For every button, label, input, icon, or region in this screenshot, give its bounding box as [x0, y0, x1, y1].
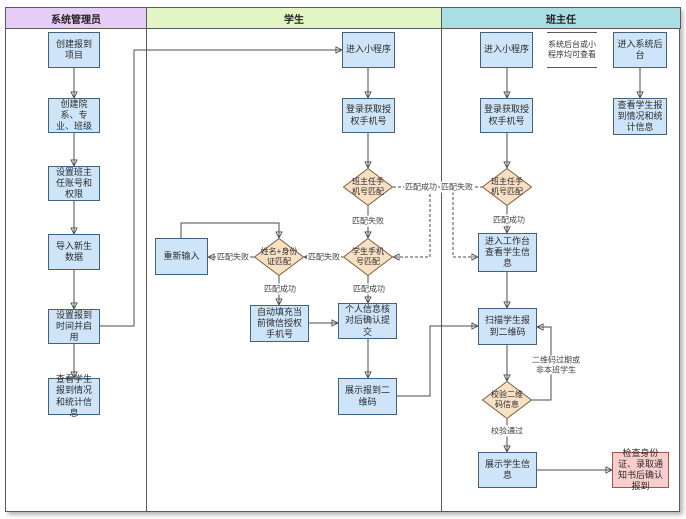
node-show-checkin-qrcode[interactable]: 展示报到二维码: [338, 378, 397, 415]
lane-title: 系统管理员: [51, 14, 101, 26]
edge-label-match-fail: 匹配失败: [216, 251, 250, 263]
node-autofill-wechat-phone[interactable]: 自动填充当前微信授权手机号: [250, 305, 309, 342]
node-teacher-view-stats[interactable]: 查看学生报到情况和统计信息: [613, 98, 667, 135]
node-label: 进入小程序: [346, 44, 392, 55]
node-label: 登录获取授权手机号: [346, 104, 392, 126]
node-teacher-enter-backend[interactable]: 进入系统后台: [613, 32, 667, 68]
node-scan-qrcode[interactable]: 扫描学生报到二维码: [478, 308, 537, 345]
note-text: 系统后台或小程序均可查看: [548, 39, 596, 59]
node-label: 重新输入: [163, 250, 200, 261]
edge-label-match-success: 匹配成功: [263, 283, 297, 295]
edge-label-verify-pass: 校验通过: [490, 425, 524, 437]
edge-label-match-success: 匹配成功: [404, 181, 438, 193]
node-label: 导入新生数据: [55, 240, 92, 262]
node-label: 查看学生报到情况和统计信息: [617, 99, 663, 133]
lane-title: 学生: [284, 14, 304, 26]
edge-label-match-fail: 匹配失败: [351, 215, 385, 227]
node-label: 查看学生报到情况和统计信息: [55, 374, 92, 418]
decision-verify-qrcode[interactable]: 校验二维码信息: [482, 381, 532, 419]
edge-label-match-fail: 匹配失败: [440, 181, 474, 193]
diamond-shape: [482, 381, 532, 419]
lane-header-admin[interactable]: 系统管理员: [5, 7, 147, 29]
node-create-departments[interactable]: 创建院系、专业、班级: [48, 98, 100, 133]
decision-name-id-match[interactable]: 姓名+身份证匹配: [254, 238, 304, 276]
node-set-checkin-time[interactable]: 设置报到时间并启用: [48, 309, 100, 344]
lane-header-teacher[interactable]: 班主任: [441, 7, 681, 29]
lane-separator: [441, 29, 442, 512]
node-confirm-submit-info[interactable]: 个人信息核对后确认提交: [338, 303, 397, 339]
node-confirm-checkin[interactable]: 检查身份证、录取通知书后确认报到: [612, 448, 669, 491]
edge-label-match-success: 匹配成功: [352, 283, 386, 295]
lane-header-student[interactable]: 学生: [146, 7, 442, 29]
node-label: 设置报到时间并启用: [55, 309, 92, 343]
node-label: 学生手机号匹配: [352, 247, 384, 266]
node-student-login-phone[interactable]: 登录获取授权手机号: [342, 98, 395, 133]
node-label: 展示报到二维码: [344, 385, 390, 407]
node-label: 校验二维码信息: [491, 390, 523, 409]
node-import-students[interactable]: 导入新生数据: [48, 234, 100, 270]
node-teacher-enter-miniprogram[interactable]: 进入小程序: [480, 32, 533, 68]
node-show-student-info[interactable]: 展示学生信息: [478, 452, 537, 488]
note-backend-or-miniprogram: 系统后台或小程序均可查看: [547, 32, 597, 68]
lane-separator: [146, 29, 147, 512]
node-enter-workbench[interactable]: 进入工作台查看学生信息: [478, 233, 537, 272]
edge-label-match-fail: 匹配失败: [307, 251, 341, 263]
node-label: 自动填充当前微信授权手机号: [256, 306, 302, 340]
node-admin-view-stats[interactable]: 查看学生报到情况和统计信息: [48, 374, 100, 418]
node-teacher-login-phone[interactable]: 登录获取授权手机号: [480, 98, 533, 133]
node-label: 展示学生信息: [484, 458, 530, 480]
node-label: 登录获取授权手机号: [484, 104, 530, 126]
edge-label-qr-invalid: 二维码过期或非本班学生: [531, 355, 581, 375]
node-set-teacher-account[interactable]: 设置班主任账号和权限: [48, 166, 100, 201]
node-label: 班主任手机号匹配: [491, 177, 523, 196]
node-label: 设置班主任账号和权限: [55, 166, 92, 200]
lane-title: 班主任: [546, 14, 576, 26]
node-reenter[interactable]: 重新输入: [155, 238, 208, 275]
node-label: 检查身份证、录取通知书后确认报到: [617, 447, 663, 492]
edge-label-match-success: 匹配成功: [492, 214, 526, 226]
node-label: 扫描学生报到二维码: [484, 315, 530, 337]
decision-teacher-phone-match-teacher-lane[interactable]: 班主任手机号匹配: [482, 168, 532, 206]
node-label: 进入小程序: [484, 44, 530, 55]
node-label: 进入系统后台: [617, 38, 663, 60]
node-label: 进入工作台查看学生信息: [484, 235, 530, 269]
decision-teacher-phone-match-student-lane[interactable]: 班主任手机号匹配: [343, 168, 393, 206]
decision-student-phone-match[interactable]: 学生手机号匹配: [343, 238, 393, 276]
node-label: 姓名+身份证匹配: [260, 247, 298, 266]
diamond-shape: [254, 238, 304, 276]
node-label: 班主任手机号匹配: [352, 177, 384, 196]
node-label: 创建报到项目: [55, 38, 92, 60]
node-create-project[interactable]: 创建报到项目: [48, 32, 100, 68]
node-label: 创建院系、专业、班级: [55, 98, 92, 132]
diamond-shape: [343, 238, 393, 276]
node-label: 个人信息核对后确认提交: [344, 304, 390, 337]
node-student-enter-miniprogram[interactable]: 进入小程序: [342, 32, 395, 68]
diamond-shape: [343, 168, 393, 206]
diamond-shape: [482, 168, 532, 206]
